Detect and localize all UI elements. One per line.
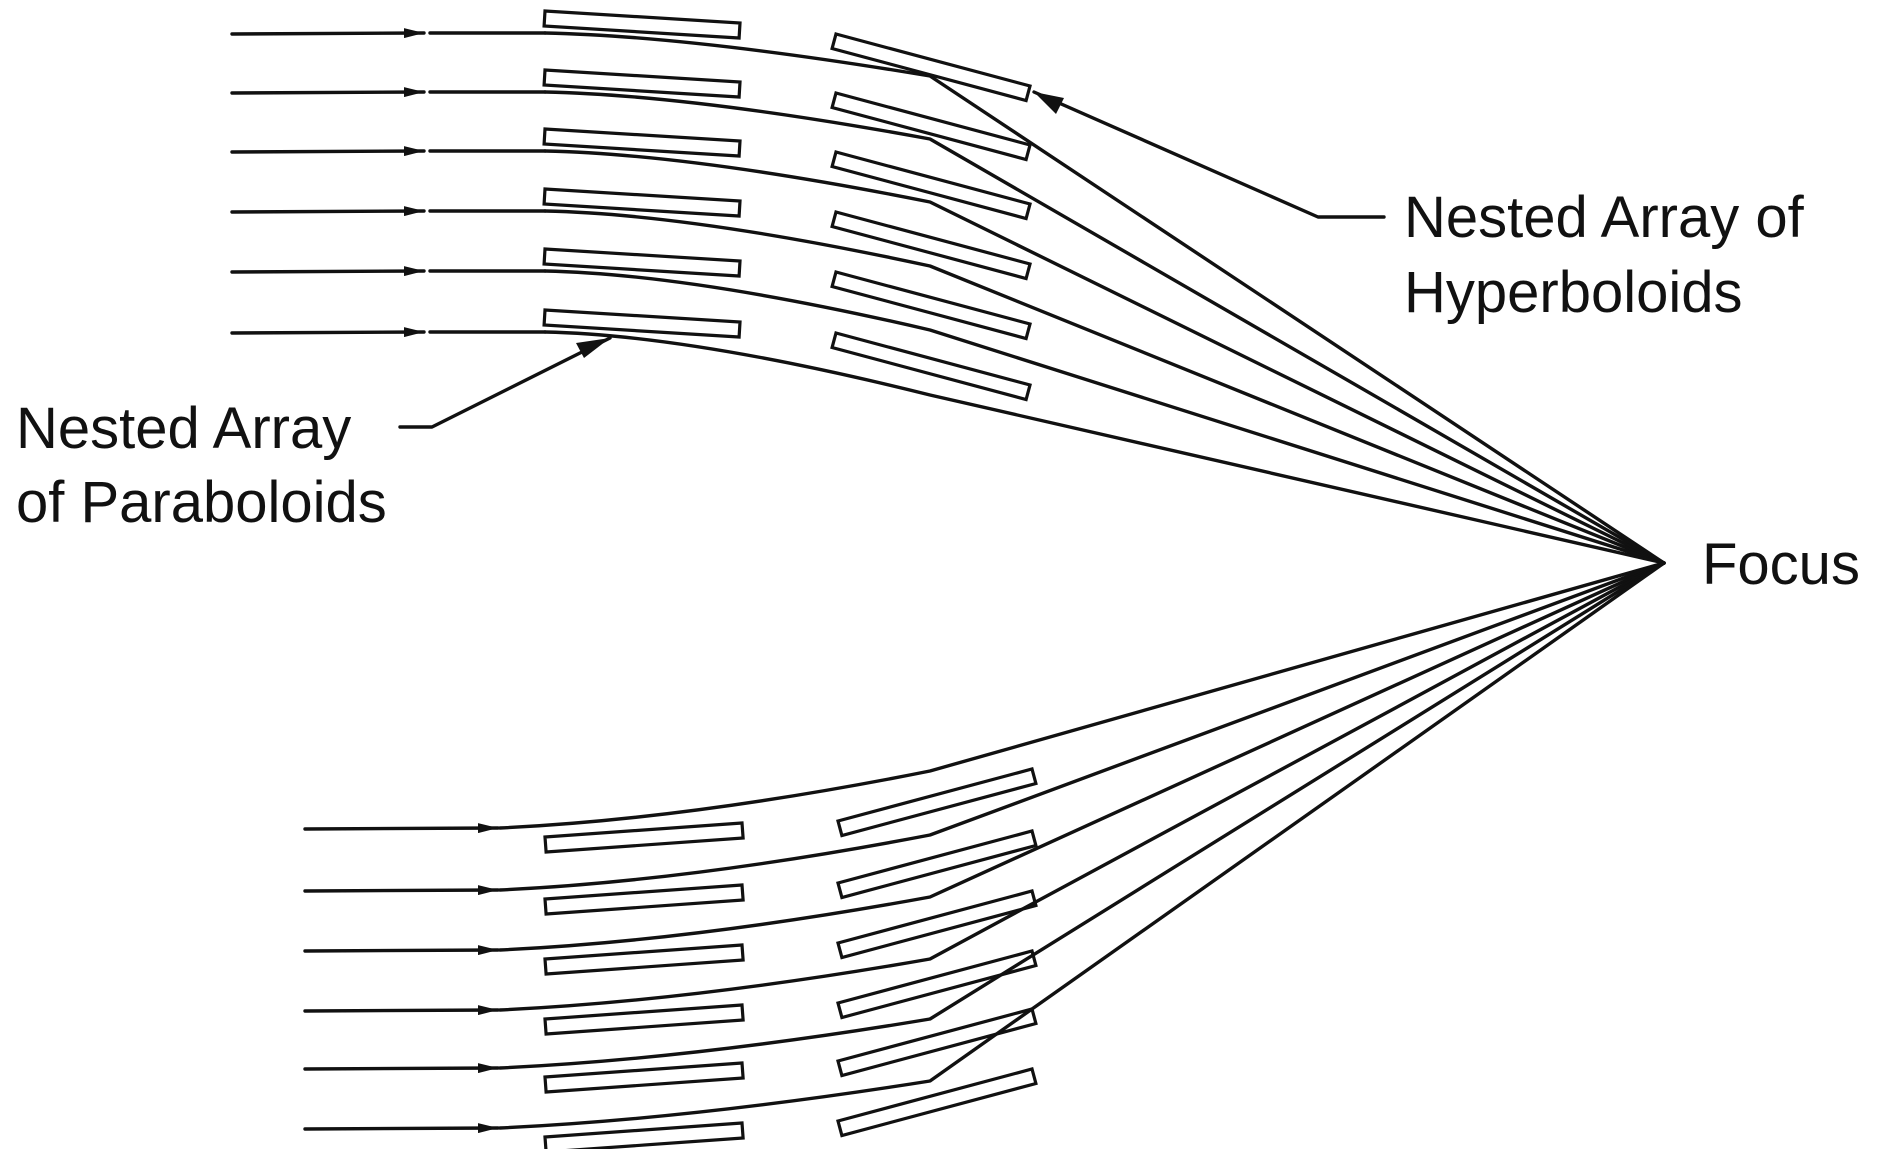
- incoming-ray-lower-5: [303, 1063, 500, 1074]
- hyperboloids-label-line2: Hyperboloids: [1404, 260, 1743, 325]
- reflected-ray-upper-3: [543, 149, 1666, 565]
- incoming-ray-upper-6: [230, 327, 426, 338]
- reflected-ray-upper-6: [543, 330, 1666, 565]
- paraboloid-mirror-upper-5: [542, 247, 742, 278]
- incoming-ray-upper-5: [230, 266, 426, 277]
- incoming-ray-upper-3: [230, 146, 426, 157]
- incoming-ray-lower-4: [303, 1005, 500, 1016]
- paraboloid-mirror-lower-2: [543, 883, 745, 916]
- paraboloid-mirror-upper-1: [542, 9, 742, 40]
- hyperboloid-mirror-lower-3: [836, 889, 1038, 960]
- paraboloids-leader-line: [398, 336, 612, 429]
- reflected-ray-lower-4: [498, 561, 1666, 1012]
- paraboloids-label-line1: Nested Array: [16, 396, 351, 461]
- hyperboloids-leader-arrowhead: [1034, 92, 1064, 114]
- incoming-ray-lower-2: [303, 885, 500, 896]
- paraboloid-mirror-upper-2: [542, 68, 742, 99]
- paraboloid-mirror-lower-4: [543, 1003, 745, 1036]
- hyperboloid-mirror-upper-6: [830, 331, 1032, 402]
- hyperboloid-mirror-upper-5: [830, 270, 1032, 341]
- reflected-ray-lower-3: [498, 561, 1666, 952]
- incoming-ray-upper-4: [230, 206, 426, 217]
- reflected-ray-lower-1: [498, 561, 1666, 830]
- hyperboloid-mirror-lower-1: [836, 767, 1038, 838]
- incoming-ray-lower-6: [303, 1123, 500, 1134]
- reflected-ray-upper-5: [543, 269, 1666, 565]
- reflected-ray-lower-2: [498, 561, 1666, 892]
- incoming-ray-lower-1: [303, 823, 500, 834]
- paraboloid-mirror-lower-5: [543, 1061, 745, 1094]
- upper-mirror-array: [230, 9, 1666, 565]
- hyperboloid-mirror-upper-4: [830, 210, 1032, 281]
- incoming-ray-upper-1: [230, 28, 426, 39]
- hyperboloid-mirror-upper-2: [830, 91, 1032, 162]
- paraboloid-mirror-lower-3: [543, 943, 745, 976]
- hyperboloids-label-line1: Nested Array of: [1404, 185, 1805, 250]
- incoming-ray-upper-2: [230, 87, 426, 98]
- reflected-ray-lower-6: [498, 561, 1666, 1130]
- hyperboloid-mirror-lower-5: [836, 1007, 1038, 1078]
- paraboloids-leader-arrowhead: [576, 338, 610, 358]
- reflected-ray-upper-2: [543, 90, 1666, 565]
- hyperboloid-mirror-lower-4: [836, 949, 1038, 1020]
- incoming-ray-lower-3: [303, 945, 500, 956]
- reflected-ray-upper-1: [543, 31, 1666, 565]
- hyperboloid-mirror-lower-6: [836, 1067, 1038, 1138]
- focus-label: Focus: [1702, 532, 1860, 597]
- hyperboloid-mirror-upper-1: [830, 32, 1032, 103]
- reflected-ray-upper-4: [543, 209, 1666, 565]
- paraboloid-mirror-lower-6: [543, 1121, 745, 1149]
- lower-mirror-array: [303, 561, 1666, 1149]
- reflected-ray-lower-5: [498, 561, 1666, 1070]
- paraboloid-mirror-upper-3: [542, 127, 742, 158]
- hyperboloids-leader-line: [1032, 90, 1386, 219]
- paraboloid-mirror-lower-1: [543, 821, 745, 854]
- paraboloids-label-line2: of Paraboloids: [16, 470, 387, 535]
- paraboloid-mirror-upper-4: [542, 187, 742, 218]
- hyperboloid-mirror-upper-3: [830, 150, 1032, 221]
- hyperboloid-mirror-lower-2: [836, 829, 1038, 900]
- paraboloid-mirror-upper-6: [542, 308, 742, 339]
